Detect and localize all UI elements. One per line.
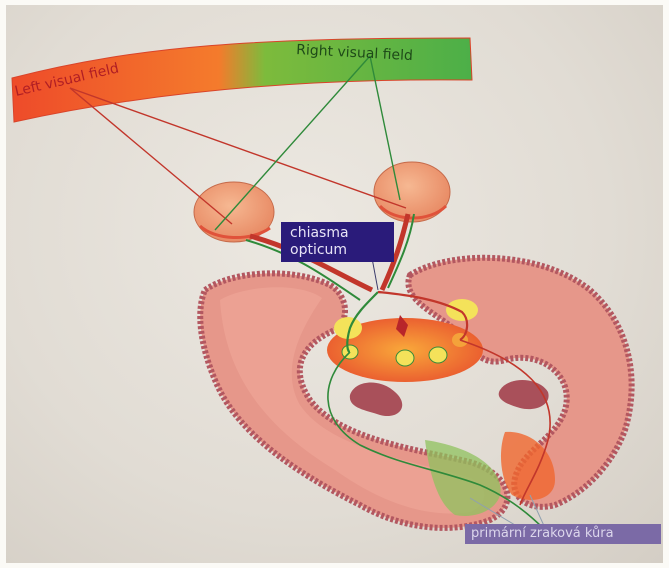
visual-cortex-label: primární zraková kůra <box>465 524 661 544</box>
left-ventricle <box>350 383 402 416</box>
chiasma-label-line-2: opticum <box>290 242 394 259</box>
nucleus-3 <box>429 347 447 363</box>
chiasma-opticum-label: chiasma opticum <box>281 222 394 262</box>
right-lgn <box>446 299 478 321</box>
left-field-ray-1 <box>70 88 232 224</box>
chiasma-label-line-1: chiasma <box>290 225 394 242</box>
nucleus-2 <box>396 350 414 366</box>
right-ventricle <box>499 380 549 409</box>
chiasma-pointer <box>372 258 378 290</box>
